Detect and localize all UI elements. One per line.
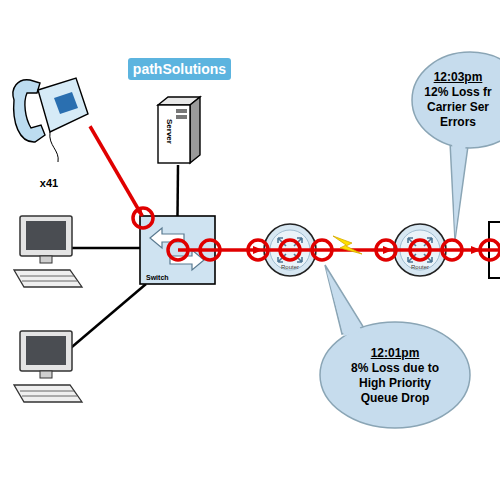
- callout-bubble: 12:01pm8% Loss due to High Priority Queu…: [318, 320, 472, 430]
- monitor-frame: [20, 216, 72, 256]
- callout-ellipse: [412, 52, 500, 148]
- router-face: [400, 230, 440, 270]
- device-name: Switch: [146, 273, 176, 282]
- keyboard-keys: [22, 281, 77, 282]
- network-link: [215, 248, 262, 252]
- callout-ellipse: [320, 322, 470, 428]
- phone-cord: [50, 132, 58, 162]
- keyboard: [14, 270, 82, 287]
- callout-text: 12% Loss fr Carrier Ser Errors: [418, 85, 498, 130]
- server-icon-outline: [150, 95, 206, 165]
- device-name: Router: [275, 264, 305, 271]
- callout-time: 12:01pm: [345, 346, 445, 361]
- keyboard: [14, 385, 82, 402]
- router-arrows: [408, 238, 432, 262]
- callout-bubble: 12:03pm12% Loss fr Carrier Ser Errors: [410, 50, 500, 150]
- keyboard-keys: [22, 396, 77, 397]
- path-segment: [178, 248, 215, 252]
- measure-point: [442, 240, 462, 260]
- drive-slot: [176, 109, 187, 113]
- pc-wire: [72, 247, 140, 250]
- text-group: Router: [405, 264, 435, 271]
- callout-tail-join: [326, 269, 362, 336]
- logo-box: pathSolutions: [128, 58, 231, 80]
- monitor-screen: [26, 221, 66, 250]
- server-side: [190, 97, 200, 163]
- path-segment: [480, 248, 500, 252]
- pc-icon: [14, 216, 82, 287]
- text-group: Switch: [146, 273, 176, 282]
- network-link: [90, 126, 142, 216]
- callout-text: 8% Loss due to High Priority Queue Drop: [345, 361, 445, 406]
- server-icon: Server: [150, 95, 206, 165]
- callout-time: 12:03pm: [418, 70, 498, 85]
- drive-slot: [176, 115, 187, 119]
- path-segment: [448, 248, 480, 252]
- router-body: [264, 224, 316, 276]
- callout-tail-join: [452, 140, 466, 236]
- path-segment: [262, 248, 318, 252]
- device-name: Router: [405, 264, 435, 271]
- text-group: Server: [162, 119, 174, 144]
- text-group: 12:01pm8% Loss due to High Priority Queu…: [345, 346, 445, 406]
- text-group: Router: [275, 264, 305, 271]
- router-body: [394, 224, 446, 276]
- switch-arrow: [170, 250, 204, 270]
- text-group: 12:03pm12% Loss fr Carrier Ser Errors: [418, 70, 498, 130]
- switch-arrow: [150, 228, 184, 248]
- switch-body: [140, 216, 215, 284]
- server-front: [158, 105, 190, 163]
- text-group: pathSolutions: [128, 58, 231, 80]
- network-link: [176, 165, 179, 216]
- router-face: [270, 230, 310, 270]
- extension-label: x41: [8, 176, 90, 190]
- device-name: Server: [164, 119, 174, 144]
- phone-keypad: [54, 92, 78, 114]
- phone-body: [38, 78, 88, 132]
- phone-icon-outline: [8, 70, 90, 195]
- logo-text: pathSolutions: [128, 58, 231, 80]
- path-segment: [392, 248, 448, 252]
- measure-point: [480, 240, 500, 260]
- monitor-screen: [26, 336, 66, 365]
- keyboard-keys: [20, 391, 74, 392]
- pc-wire: [66, 284, 146, 352]
- monitor-stand: [40, 256, 52, 263]
- monitor-frame: [20, 331, 72, 371]
- text-group: x41: [8, 176, 90, 190]
- router-arrows: [278, 238, 302, 262]
- pc-icon: [14, 331, 82, 402]
- logo-background: [128, 58, 231, 80]
- keyboard-keys: [20, 276, 74, 277]
- phone-icon: x41: [8, 70, 90, 195]
- monitor-stand: [40, 371, 52, 378]
- network-link: [318, 248, 392, 252]
